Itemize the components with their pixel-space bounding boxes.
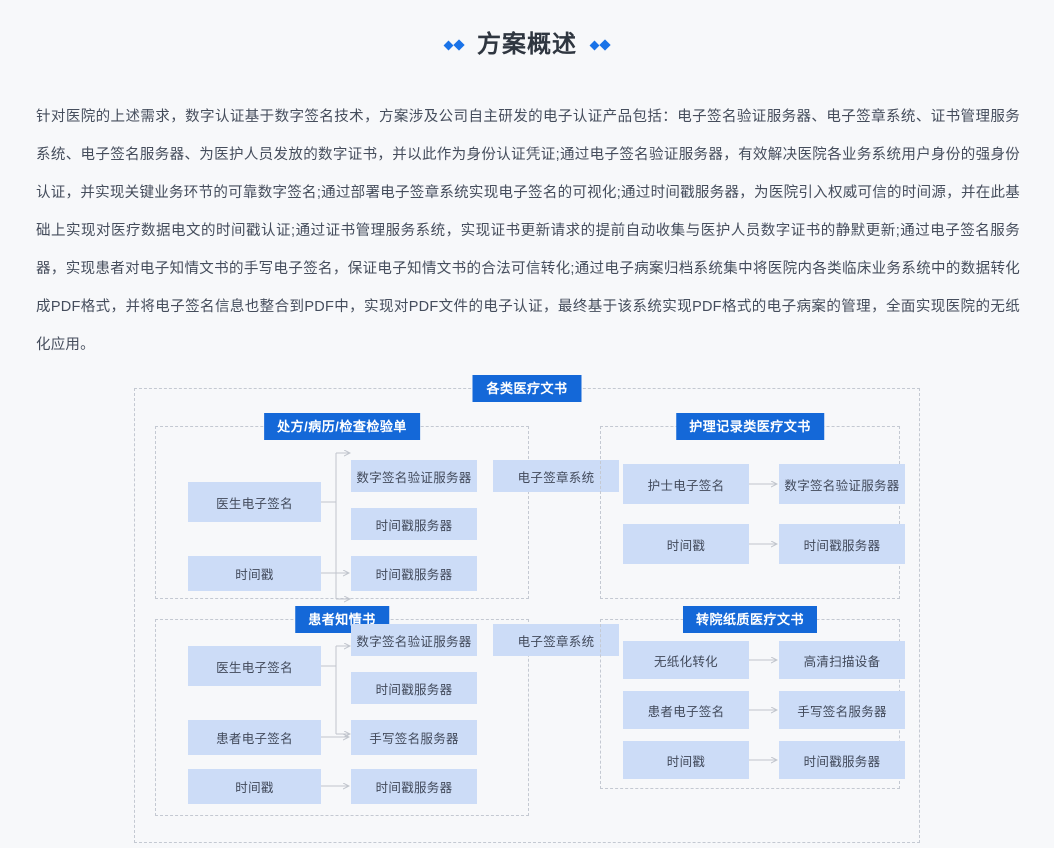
diagram-node: 患者电子签名 [623, 691, 749, 729]
diagram-node: 时间戳 [623, 524, 749, 564]
diagram-node: 时间戳服务器 [351, 508, 477, 540]
page-title: 方案概述 [0, 0, 1054, 62]
diagram-node: 时间戳服务器 [351, 769, 477, 804]
quadrant-label: 转院纸质医疗文书 [682, 606, 818, 633]
diagram-node: 电子签章系统 [493, 460, 619, 492]
diagram-node: 时间戳服务器 [779, 524, 905, 564]
quadrant-label: 患者知情书 [295, 606, 389, 633]
diagram-node: 时间戳服务器 [351, 556, 477, 591]
diagram-node: 医生电子签名 [188, 482, 321, 522]
diagram-node: 数字签名验证服务器 [351, 624, 477, 656]
diagram-outer-label: 各类医疗文书 [472, 375, 582, 402]
connector-layer [749, 427, 899, 598]
intro-paragraph: 针对医院的上述需求，数字认证基于数字签名技术，方案涉及公司自主研发的电子认证产品… [36, 109, 1020, 353]
diagram-node: 时间戳 [623, 741, 749, 779]
diagram-node: 高清扫描设备 [779, 641, 905, 679]
diagram-node: 护士电子签名 [623, 464, 749, 504]
diagram-node: 数字签名验证服务器 [351, 460, 477, 492]
diagram-node: 时间戳 [188, 769, 321, 804]
diagram-node: 无纸化转化 [623, 641, 749, 679]
diagram-node: 时间戳服务器 [351, 672, 477, 704]
diamond-ornament-right-icon [589, 39, 611, 51]
diagram-node: 患者电子签名 [188, 720, 321, 755]
quadrant-label: 护理记录类医疗文书 [676, 413, 824, 440]
diagram-node: 手写签名服务器 [779, 691, 905, 729]
diagram-quadrant-nursing: 护理记录类医疗文书护士电子签名数字签名验证服务器时间戳时间戳服务器 [600, 413, 905, 599]
diagram-node: 数字签名验证服务器 [779, 464, 905, 504]
diagram-node: 电子签章系统 [493, 624, 619, 656]
diamond-ornament-left-icon [443, 39, 465, 51]
diagram-quadrant-consent: 患者知情书医生电子签名数字签名验证服务器电子签章系统时间戳服务器患者电子签名手写… [155, 606, 619, 816]
quadrant-label: 处方/病历/检查检验单 [264, 413, 420, 440]
page-title-text: 方案概述 [477, 31, 577, 58]
diagram-quadrant-prescription: 处方/病历/检查检验单医生电子签名数字签名验证服务器电子签章系统时间戳服务器时间… [155, 413, 619, 599]
diagram-quadrant-transfer: 转院纸质医疗文书无纸化转化高清扫描设备患者电子签名手写签名服务器时间戳时间戳服务… [600, 606, 905, 789]
diagram-node: 医生电子签名 [188, 646, 321, 686]
diagram-node: 时间戳服务器 [779, 741, 905, 779]
diagram-container: 各类医疗文书 处方/病历/检查检验单医生电子签名数字签名验证服务器电子签章系统时… [134, 375, 920, 843]
diagram-node: 手写签名服务器 [351, 720, 477, 755]
diagram-node: 时间戳 [188, 556, 321, 591]
